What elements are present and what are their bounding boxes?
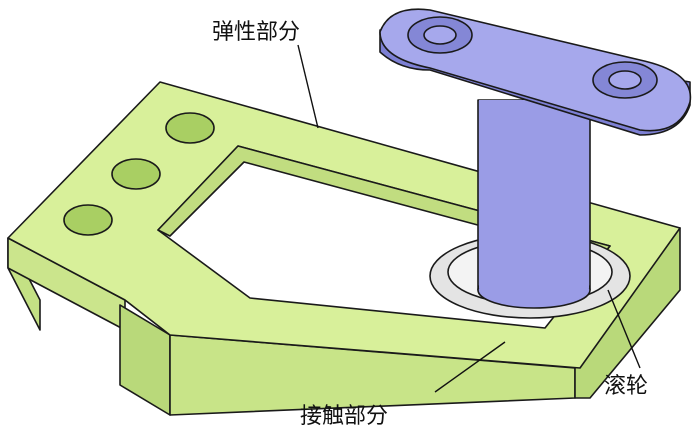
mount-hole-3 [63, 204, 113, 236]
leader-roller [607, 289, 641, 369]
mount-hole-1 [165, 112, 215, 144]
label-contact-part: 接触部分 [300, 404, 389, 429]
leader-elastic [297, 44, 319, 129]
mount-hole-2 [111, 158, 161, 190]
leader-contact [434, 341, 506, 393]
label-elastic-part: 弹性部分 [212, 20, 301, 45]
label-roller: 滚轮 [604, 374, 649, 399]
